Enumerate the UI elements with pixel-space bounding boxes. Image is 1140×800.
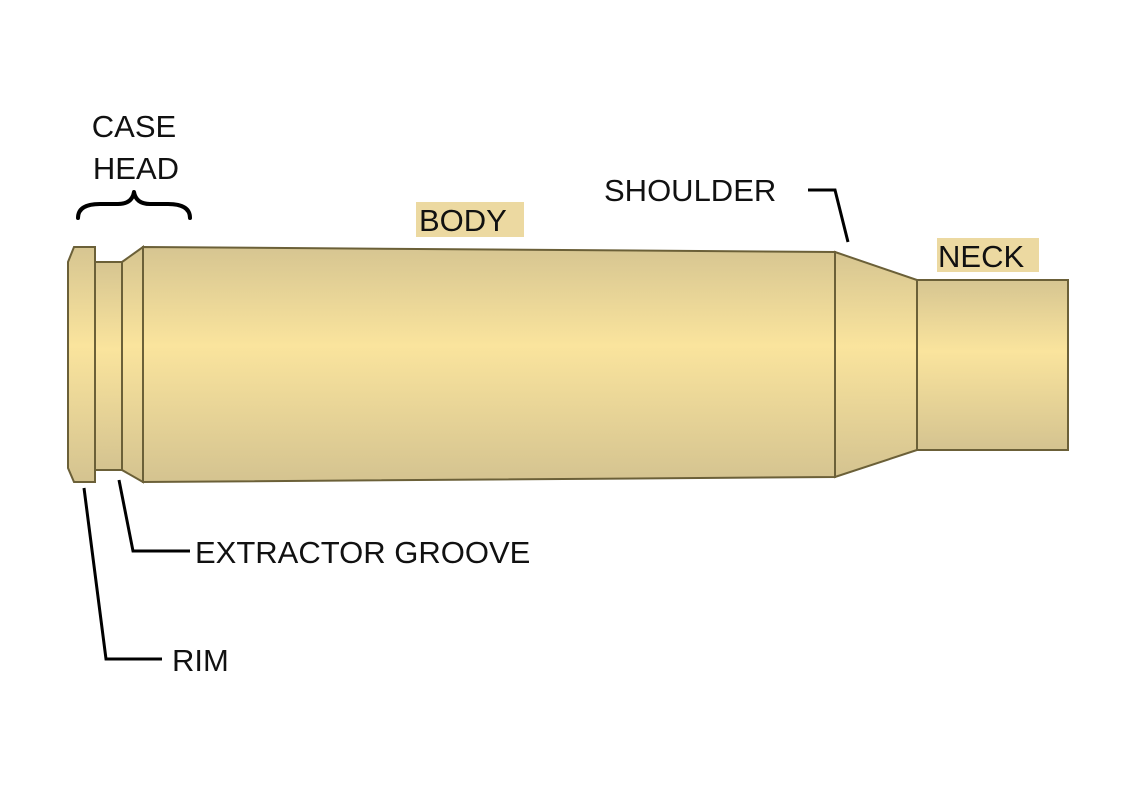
neck-label-highlight bbox=[937, 238, 1039, 272]
extractor-groove-section bbox=[94, 261, 123, 471]
case-head-taper bbox=[121, 245, 144, 484]
cartridge-case bbox=[67, 245, 1069, 484]
rim-label: RIM bbox=[172, 643, 229, 678]
body-section bbox=[142, 245, 836, 484]
body-label-highlight bbox=[416, 202, 524, 237]
case-head-label-line2: HEAD bbox=[93, 151, 179, 186]
rim-leader-line bbox=[82, 487, 162, 661]
body-label: BODY bbox=[419, 203, 507, 238]
case-head-label-line1: CASE bbox=[92, 109, 176, 144]
rim-section bbox=[67, 246, 96, 483]
leader-lines bbox=[82, 188, 850, 661]
neck-label: NECK bbox=[938, 239, 1024, 274]
case-head-brace bbox=[76, 190, 192, 220]
extractor-groove-leader-line bbox=[117, 479, 190, 553]
neck-section bbox=[916, 279, 1069, 451]
shoulder-section bbox=[834, 250, 918, 479]
shoulder-leader-line bbox=[808, 188, 850, 243]
shoulder-label: SHOULDER bbox=[604, 173, 776, 208]
extractor-groove-label: EXTRACTOR GROOVE bbox=[195, 535, 530, 570]
